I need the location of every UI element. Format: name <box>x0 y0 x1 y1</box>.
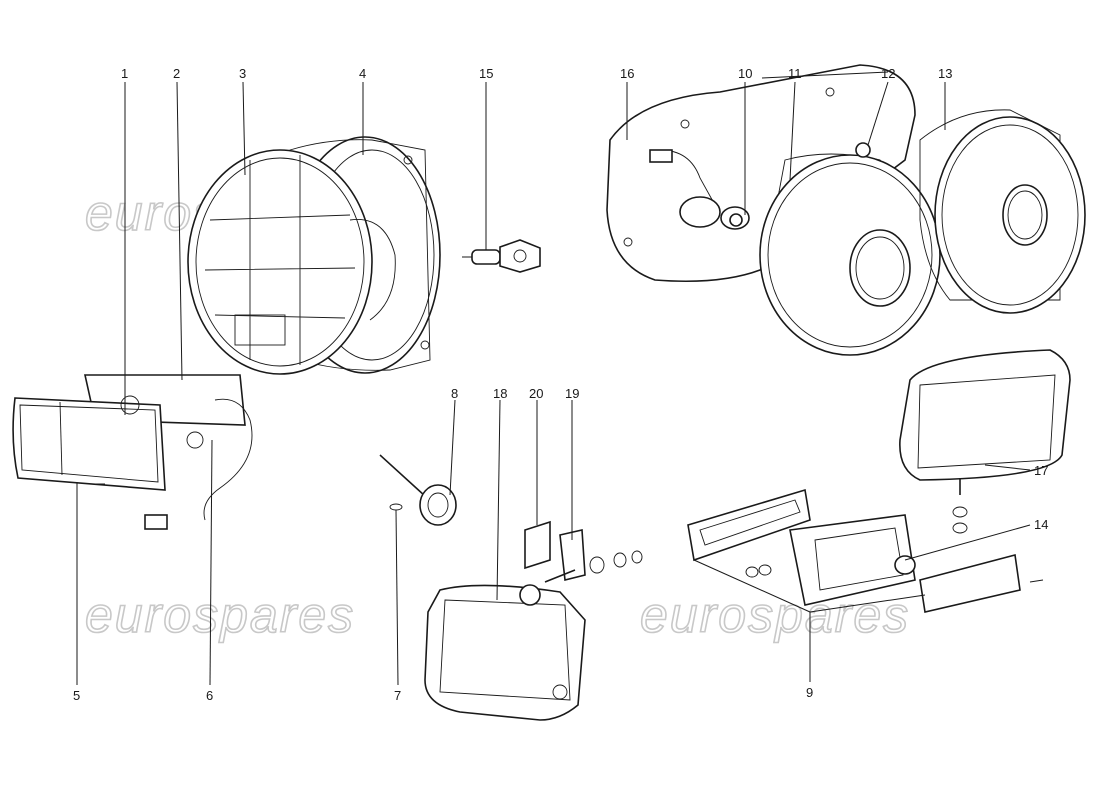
tail-lamp-gasket <box>606 64 916 283</box>
bulb-socket <box>379 454 457 526</box>
callout-9: 9 <box>806 685 813 700</box>
callout-7: 7 <box>394 688 401 703</box>
reversing-lamp <box>899 349 1071 534</box>
front-indicator <box>12 374 253 530</box>
watermark-text: eurospares <box>640 587 910 643</box>
bulb-h4 <box>462 239 541 273</box>
callout-17: 17 <box>1034 463 1048 478</box>
fog-lamp <box>424 584 586 721</box>
fog-lamp-brackets <box>524 520 643 583</box>
callout-5: 5 <box>73 688 80 703</box>
callout-12: 12 <box>881 66 895 81</box>
callout-11: 11 <box>788 66 802 81</box>
tail-lamp-right <box>919 109 1086 314</box>
callout-8: 8 <box>451 386 458 401</box>
callout-15: 15 <box>479 66 493 81</box>
bulb-12 <box>855 142 871 158</box>
bulb-10 <box>729 213 743 227</box>
callout-19: 19 <box>565 386 579 401</box>
callout-14: 14 <box>1034 517 1048 532</box>
callout-13: 13 <box>938 66 952 81</box>
callout-1: 1 <box>121 66 128 81</box>
callouts: 1 2 3 4 5 6 7 8 9 10 11 12 13 14 15 16 1… <box>73 66 1048 703</box>
callout-10: 10 <box>738 66 752 81</box>
callout-4: 4 <box>359 66 366 81</box>
headlamp-assembly <box>187 136 441 375</box>
tail-lamp-left <box>759 153 941 356</box>
callout-6: 6 <box>206 688 213 703</box>
callout-3: 3 <box>239 66 246 81</box>
watermark-text: eurospares <box>85 587 355 643</box>
leader-lines <box>76 71 1031 686</box>
callout-16: 16 <box>620 66 634 81</box>
number-plate-lamp <box>687 488 1044 613</box>
callout-18: 18 <box>493 386 507 401</box>
callout-2: 2 <box>173 66 180 81</box>
callout-20: 20 <box>529 386 543 401</box>
